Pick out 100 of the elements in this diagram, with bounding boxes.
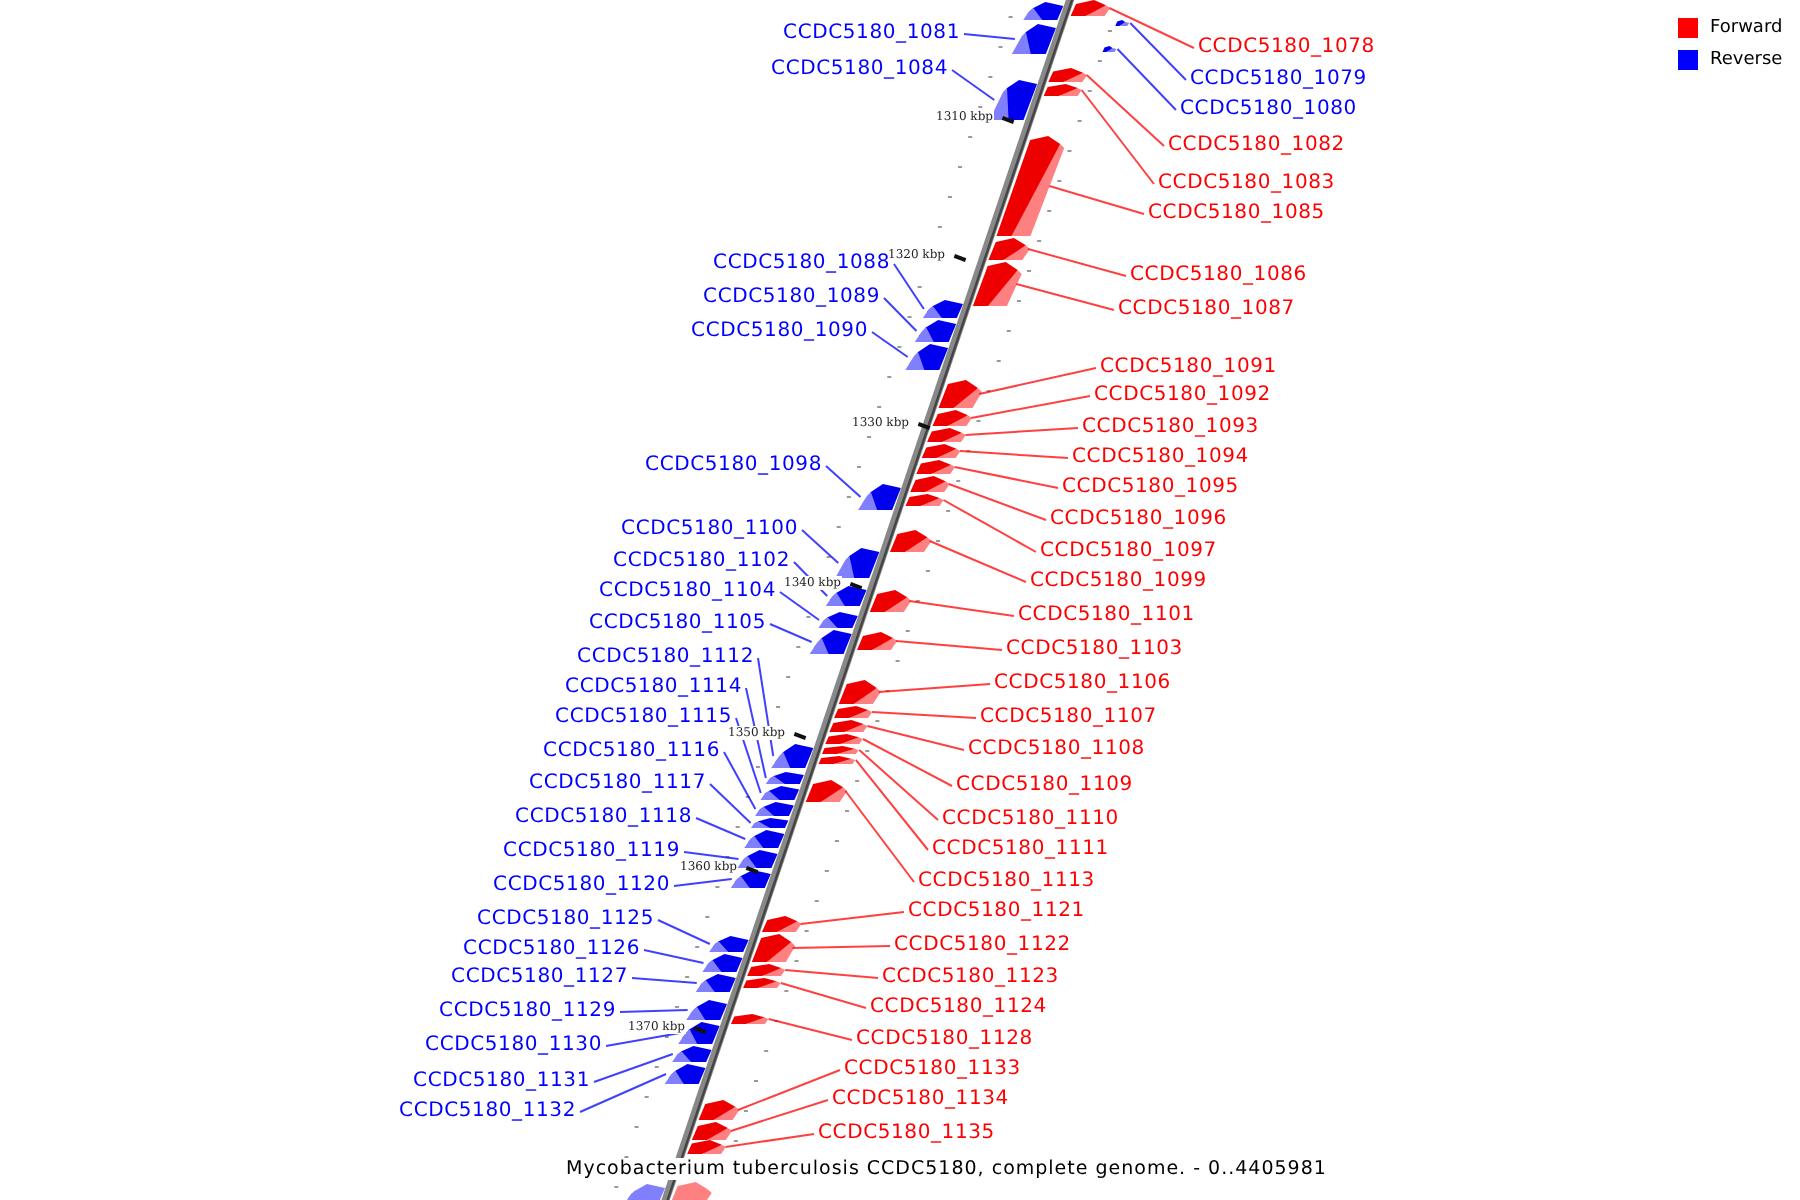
gene-label: CCDC5180_1095: [1062, 476, 1239, 500]
gene-block: [856, 632, 897, 650]
gene-label: CCDC5180_1089: [703, 286, 880, 310]
leader-line: [643, 949, 705, 964]
gene-block: [916, 460, 955, 474]
leader-line: [769, 623, 813, 643]
gene-block: [743, 978, 781, 988]
leader-line: [1015, 283, 1115, 311]
gene-label: CCDC5180_1102: [613, 550, 790, 574]
gene-block: [818, 612, 858, 628]
gene-label: CCDC5180_1135: [818, 1122, 995, 1146]
gene-label: CCDC5180_1085: [1148, 202, 1325, 226]
gene-label: CCDC5180_1128: [856, 1028, 1033, 1052]
gene-block: [988, 238, 1030, 260]
gene-block: [932, 410, 972, 426]
gene-label: CCDC5180_1092: [1094, 384, 1271, 408]
gene-label: CCDC5180_1115: [555, 706, 732, 730]
leader-line: [745, 687, 767, 779]
gene-block: [927, 428, 966, 442]
leader-line: [779, 982, 867, 1009]
gene-block: [670, 1182, 712, 1200]
leader-line: [709, 783, 752, 824]
gene-label: CCDC5180_1119: [503, 840, 680, 864]
gene-block: [914, 320, 957, 342]
gene-label: CCDC5180_1098: [645, 454, 822, 478]
gene-block: [750, 818, 789, 828]
leader-line: [1129, 22, 1187, 81]
gene-label: CCDC5180_1108: [968, 738, 1145, 762]
gene-block: [996, 136, 1065, 236]
gene-label: CCDC5180_1129: [439, 1000, 616, 1024]
gene-label: CCDC5180_1103: [1006, 638, 1183, 662]
gene-label: CCDC5180_1110: [942, 808, 1119, 832]
leader-line: [757, 657, 775, 757]
leader-line: [593, 1053, 674, 1083]
gene-block: [1048, 68, 1088, 82]
gene-label: CCDC5180_1121: [908, 900, 1085, 924]
gene-block: [905, 344, 949, 370]
leader-line: [579, 1073, 668, 1113]
leader-line: [619, 1009, 689, 1013]
leader-line: [784, 969, 879, 979]
gene-label: CCDC5180_1094: [1072, 446, 1249, 470]
gene-block: [624, 1184, 665, 1200]
gene-label: CCDC5180_1106: [994, 672, 1171, 696]
gene-label: CCDC5180_1084: [771, 58, 948, 82]
leader-line: [893, 263, 925, 310]
gene-block: [910, 476, 950, 492]
gene-block: [1102, 46, 1117, 52]
gene-label: CCDC5180_1083: [1158, 172, 1335, 196]
gene-block: [747, 964, 786, 976]
legend-label: Forward: [1710, 18, 1783, 40]
leader-line: [908, 600, 1015, 617]
leader-line: [964, 427, 1079, 436]
leader-line: [1048, 185, 1145, 215]
gene-label: CCDC5180_1131: [413, 1070, 590, 1094]
leader-line: [1080, 89, 1155, 185]
gene-block: [686, 1000, 727, 1020]
leader-line: [1108, 7, 1195, 49]
gene-label: CCDC5180_1124: [870, 996, 1047, 1020]
leader-line: [895, 640, 1003, 651]
leader-line: [791, 945, 891, 949]
gene-label: CCDC5180_1097: [1040, 540, 1217, 564]
gene-label: CCDC5180_1107: [980, 706, 1157, 730]
leader-line: [942, 499, 1037, 553]
gene-label: CCDC5180_1101: [1018, 604, 1195, 628]
gene-label: CCDC5180_1087: [1118, 298, 1295, 322]
gene-block: [695, 974, 736, 992]
leader-line: [1116, 48, 1177, 111]
leader-line: [871, 331, 909, 358]
gene-block: [760, 786, 800, 800]
gene-block: [1070, 0, 1110, 16]
gene-block: [687, 1140, 726, 1154]
leader-line: [657, 919, 711, 945]
gene-label: CCDC5180_1120: [493, 874, 670, 898]
leader-line: [953, 466, 1059, 489]
gene-block: [825, 734, 863, 744]
gene-block: [771, 744, 814, 768]
leader-line: [854, 759, 929, 851]
leader-line: [1027, 248, 1127, 277]
gene-block: [869, 590, 912, 612]
gene-block: [765, 772, 804, 784]
gene-block: [989, 80, 1038, 120]
gene-label: CCDC5180_1109: [956, 774, 1133, 798]
gene-label: CCDC5180_1134: [832, 1088, 1009, 1112]
leader-line: [683, 851, 740, 860]
gene-block: [1115, 20, 1130, 26]
gene-label: CCDC5180_1091: [1100, 356, 1277, 380]
gene-label: CCDC5180_1116: [543, 740, 720, 764]
leader-line: [825, 465, 862, 498]
gene-block: [818, 756, 856, 764]
gene-label: CCDC5180_1118: [515, 806, 692, 830]
gene-block: [737, 850, 778, 868]
leader-line: [605, 1032, 681, 1047]
gene-block: [702, 954, 743, 972]
leader-line: [724, 1133, 815, 1148]
leader-line: [631, 977, 698, 984]
leader-line: [861, 738, 953, 787]
gene-block: [730, 1014, 769, 1024]
gene-block: [809, 630, 852, 654]
gene-label: CCDC5180_1096: [1050, 508, 1227, 532]
gene-block: [921, 444, 961, 458]
